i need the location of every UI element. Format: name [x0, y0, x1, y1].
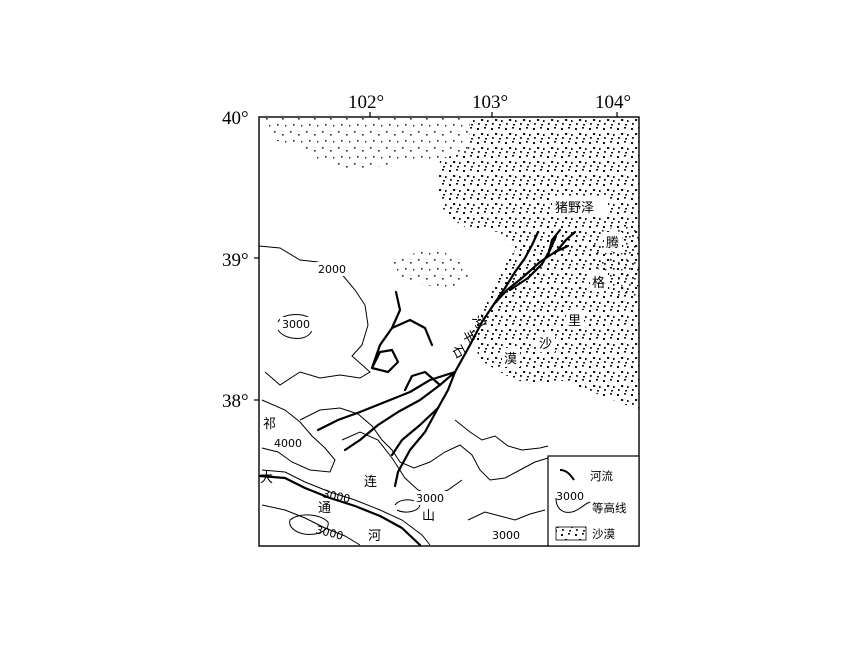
contour-2000-line: [259, 245, 371, 386]
map-legend: 河流 3000 等高线 沙漠: [547, 455, 640, 547]
contour-label-bg-4000: [272, 436, 306, 450]
desert-patch-east: [590, 225, 639, 300]
contour-label-bg-3000c: [414, 491, 448, 505]
contour-east-ridge: [454, 419, 549, 451]
contour-label-bg-3000se: [490, 528, 524, 542]
desert-char-li: 里: [568, 314, 581, 329]
contour-label-bg-2000: [316, 262, 350, 276]
contour-3000-mid-line: [299, 407, 549, 481]
desert-patch-central: [392, 250, 470, 290]
place-labels: 猪野泽 腾 格 里 沙 漠 河 羊 石 祁 连 山 大 通 河: [260, 196, 622, 544]
datong-char-he: 河: [368, 529, 381, 544]
desert-char-mo: 漠: [504, 352, 517, 367]
contour-3000-south-line: [261, 504, 361, 546]
contour-label-3000-mid: 3000: [321, 487, 351, 506]
desert-char-ge: 格: [592, 275, 605, 291]
contour-label-4000: 4000: [274, 437, 302, 450]
desert-north-west: [262, 118, 470, 170]
river-char-he: 河: [468, 313, 487, 332]
tick-marks: [254, 112, 618, 401]
contour-label-3000-south: 3000: [314, 523, 344, 542]
desert-label-bg-4: [537, 333, 555, 352]
legend-contour-symbol: [555, 497, 591, 513]
lon-label-104: 104°: [595, 92, 631, 113]
contour-label-3000-west: 3000: [282, 318, 310, 331]
legend-desert-symbol: [555, 526, 587, 541]
lat-label-38: 38°: [222, 391, 249, 412]
river-loop: [370, 348, 400, 374]
contour-datong-upper: [261, 469, 431, 546]
contour-label-3000-se: 3000: [492, 529, 520, 542]
lon-label-102: 102°: [348, 92, 384, 113]
lake-label-bg: [552, 196, 608, 216]
contour-4000-line: [261, 399, 336, 473]
legend-desert-label: 沙漠: [592, 527, 615, 541]
contour-3000-east-line: [467, 509, 546, 521]
contour-label-3000-center: 3000: [416, 492, 444, 505]
qilian-char-lian: 连: [364, 474, 377, 490]
river-char-shi: 石: [448, 343, 467, 362]
shiyang-branch-mid: [508, 234, 558, 292]
desert-label-bg-3: [566, 310, 584, 329]
river-north-tributary-2: [390, 318, 434, 347]
lat-label-40: 40°: [222, 108, 249, 129]
datong-river: [259, 474, 422, 546]
shiyang-branch-upper: [492, 230, 540, 306]
legend-contour-sample: 3000: [556, 490, 584, 503]
legend-river-symbol: [559, 469, 575, 481]
lat-label-39: 39°: [222, 250, 249, 271]
contour-3000-south-loop: [289, 514, 329, 535]
river-south-creek: [393, 406, 440, 488]
river-network: [259, 228, 577, 546]
desert-char-sha: 沙: [539, 337, 552, 352]
lon-label-103: 103°: [472, 92, 508, 113]
contour-label-2000: 2000: [318, 263, 346, 276]
river-west-4: [403, 370, 442, 392]
desert-label-bg-2: [590, 272, 608, 291]
desert-label-bg-5: [502, 348, 520, 367]
legend-river-label: 河流: [590, 469, 613, 483]
contour-label-bg-3000w: [280, 317, 314, 331]
datong-char-da: 大: [260, 471, 273, 486]
river-west-1: [316, 370, 457, 432]
desert-label-bg-1: [604, 232, 622, 251]
lake-inflow-1: [546, 228, 562, 258]
river-west-3: [390, 370, 457, 457]
qilian-char-shan: 山: [422, 509, 435, 524]
legend-contour-label: 等高线: [592, 501, 627, 515]
qilian-char-qi: 祁: [263, 417, 276, 432]
lake-inflow-2: [554, 230, 577, 254]
desert-char-teng: 腾: [606, 235, 619, 251]
lake-label-zhuyeze: 猪野泽: [555, 201, 594, 216]
shiyang-main-river: [453, 244, 570, 374]
map-frame: [258, 116, 640, 547]
datong-char-tong: 通: [318, 501, 331, 516]
